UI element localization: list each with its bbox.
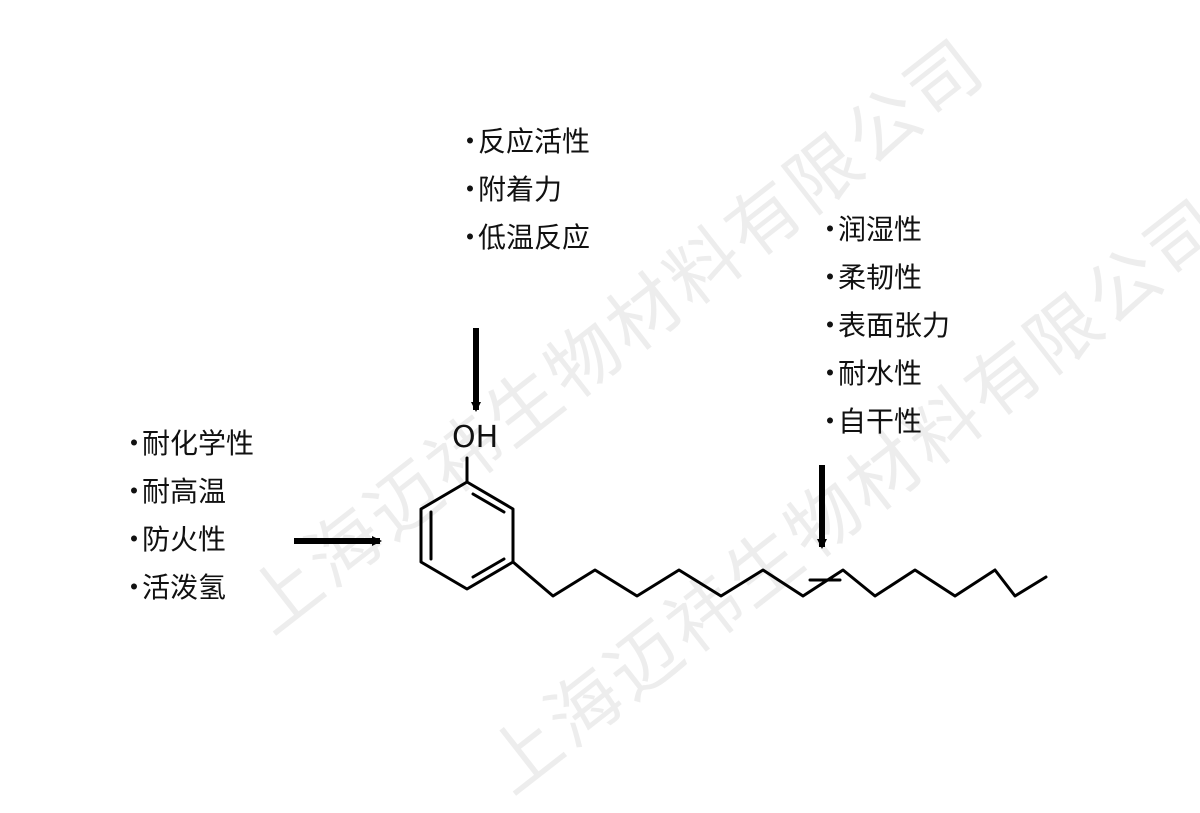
property-list-left: ・耐化学性 ・耐高温 ・防火性 ・活泼氢 (120, 420, 254, 612)
property-item: ・耐化学性 (120, 420, 254, 468)
property-label: 柔韧性 (838, 261, 923, 294)
property-item: ・柔韧性 (816, 254, 950, 302)
property-label: 低温反应 (478, 221, 591, 254)
property-label: 自干性 (838, 405, 923, 438)
property-label: 润湿性 (838, 213, 923, 246)
property-item: ・耐高温 (120, 468, 254, 516)
property-label: 反应活性 (478, 125, 591, 158)
property-item: ・润湿性 (816, 206, 950, 254)
property-item: ・耐水性 (816, 350, 950, 398)
property-item: ・活泼氢 (120, 564, 254, 612)
property-item: ・表面张力 (816, 302, 950, 350)
property-list-right: ・润湿性 ・柔韧性 ・表面张力 ・耐水性 ・自干性 (816, 206, 950, 446)
property-label: 耐高温 (142, 475, 227, 508)
property-list-top: ・反应活性 ・附着力 ・低温反应 (456, 118, 590, 262)
property-item: ・防火性 (120, 516, 254, 564)
property-label: 耐化学性 (142, 427, 255, 460)
property-item: ・附着力 (456, 166, 590, 214)
property-item: ・低温反应 (456, 214, 590, 262)
alkyl-chain (511, 560, 1048, 598)
benzene-ring (419, 480, 515, 591)
property-item: ・自干性 (816, 398, 950, 446)
property-label: 附着力 (478, 173, 563, 206)
property-label: 活泼氢 (142, 571, 227, 604)
property-label: 耐水性 (838, 357, 923, 390)
ring-double-bond (471, 557, 506, 579)
ring-double-bond (471, 492, 506, 514)
property-label: 表面张力 (838, 309, 951, 342)
hydroxyl-label: OH (452, 420, 499, 455)
property-item: ・反应活性 (456, 118, 590, 166)
property-label: 防火性 (142, 523, 227, 556)
